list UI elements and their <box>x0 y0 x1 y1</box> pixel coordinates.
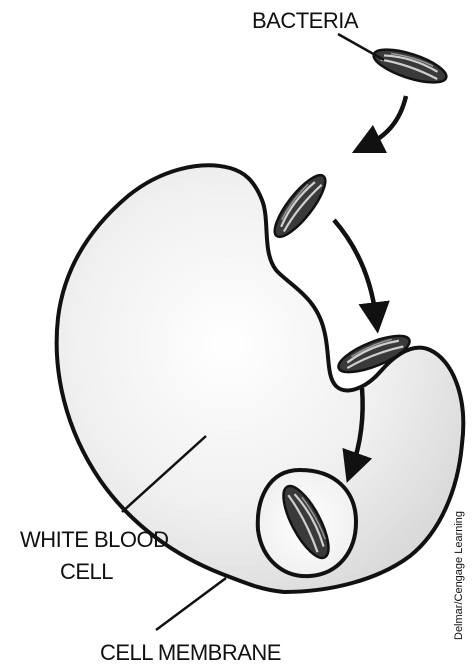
arrow-to-membrane <box>366 96 406 146</box>
arrow-into-invagination <box>334 220 376 318</box>
bacterium-free <box>370 43 450 89</box>
image-credit: Delmar/Cengage Learning <box>453 511 465 640</box>
leader-bacteria <box>338 34 384 60</box>
label-white-blood-cell-line1: WHITE BLOOD <box>20 527 169 552</box>
label-bacteria: BACTERIA <box>252 8 359 33</box>
bacterium-attaching <box>267 169 333 244</box>
label-white-blood-cell-line2: CELL <box>60 559 113 584</box>
leader-cell-membrane <box>156 578 226 630</box>
label-cell-membrane: CELL MEMBRANE <box>100 640 281 665</box>
